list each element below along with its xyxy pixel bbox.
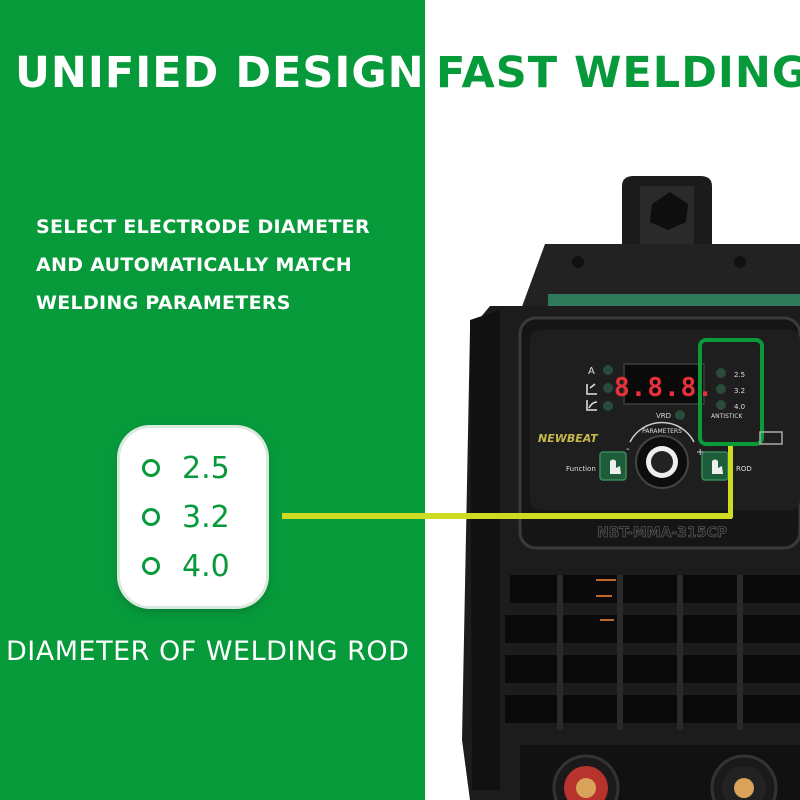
rod-option-40[interactable]: 4.0 bbox=[142, 544, 230, 588]
description-line: SELECT ELECTRODE DIAMETER bbox=[36, 216, 370, 238]
rod-diameter-card: 2.5 3.2 4.0 bbox=[120, 428, 266, 606]
minus-sign: - bbox=[626, 444, 630, 455]
rod-option-25[interactable]: 2.5 bbox=[142, 446, 230, 490]
heading-unified-design: UNIFIED DESIGN bbox=[15, 48, 425, 98]
rod-label-40: 4.0 bbox=[734, 403, 745, 411]
left-green-panel bbox=[0, 0, 425, 800]
plus-sign: + bbox=[696, 447, 704, 458]
caption-rod-diameter: DIAMETER OF WELDING ROD bbox=[6, 636, 410, 667]
rod-label: ROD bbox=[736, 465, 752, 473]
heading-fast-welding: FAST WELDING bbox=[436, 48, 800, 98]
radio-circle-icon bbox=[142, 459, 160, 477]
brand-logo: NEWBEAT bbox=[538, 432, 599, 445]
connector-line bbox=[282, 513, 732, 519]
rod-option-value: 4.0 bbox=[182, 548, 230, 584]
rod-label-25: 2.5 bbox=[734, 371, 745, 379]
model-label: NBT-MMA-315CP bbox=[597, 525, 727, 541]
rod-option-value: 2.5 bbox=[182, 450, 230, 486]
function-label: Function bbox=[566, 465, 596, 473]
feature-description: SELECT ELECTRODE DIAMETER AND AUTOMATICA… bbox=[36, 208, 370, 322]
connector-line-vertical bbox=[728, 446, 733, 518]
radio-circle-icon bbox=[142, 508, 160, 526]
description-line: WELDING PARAMETERS bbox=[36, 292, 291, 314]
rod-option-32[interactable]: 3.2 bbox=[142, 495, 230, 539]
antistick-label: ANTISTICK bbox=[711, 413, 743, 420]
description-line: AND AUTOMATICALLY MATCH bbox=[36, 254, 352, 276]
parameters-label: PARAMETERS bbox=[642, 428, 682, 435]
display-readout: 8.8.8. bbox=[614, 373, 714, 403]
vrd-label: VRD bbox=[656, 412, 671, 420]
mode-label-amps: A bbox=[588, 366, 595, 377]
rod-option-value: 3.2 bbox=[182, 499, 230, 535]
rod-label-32: 3.2 bbox=[734, 387, 745, 395]
radio-circle-icon bbox=[142, 557, 160, 575]
